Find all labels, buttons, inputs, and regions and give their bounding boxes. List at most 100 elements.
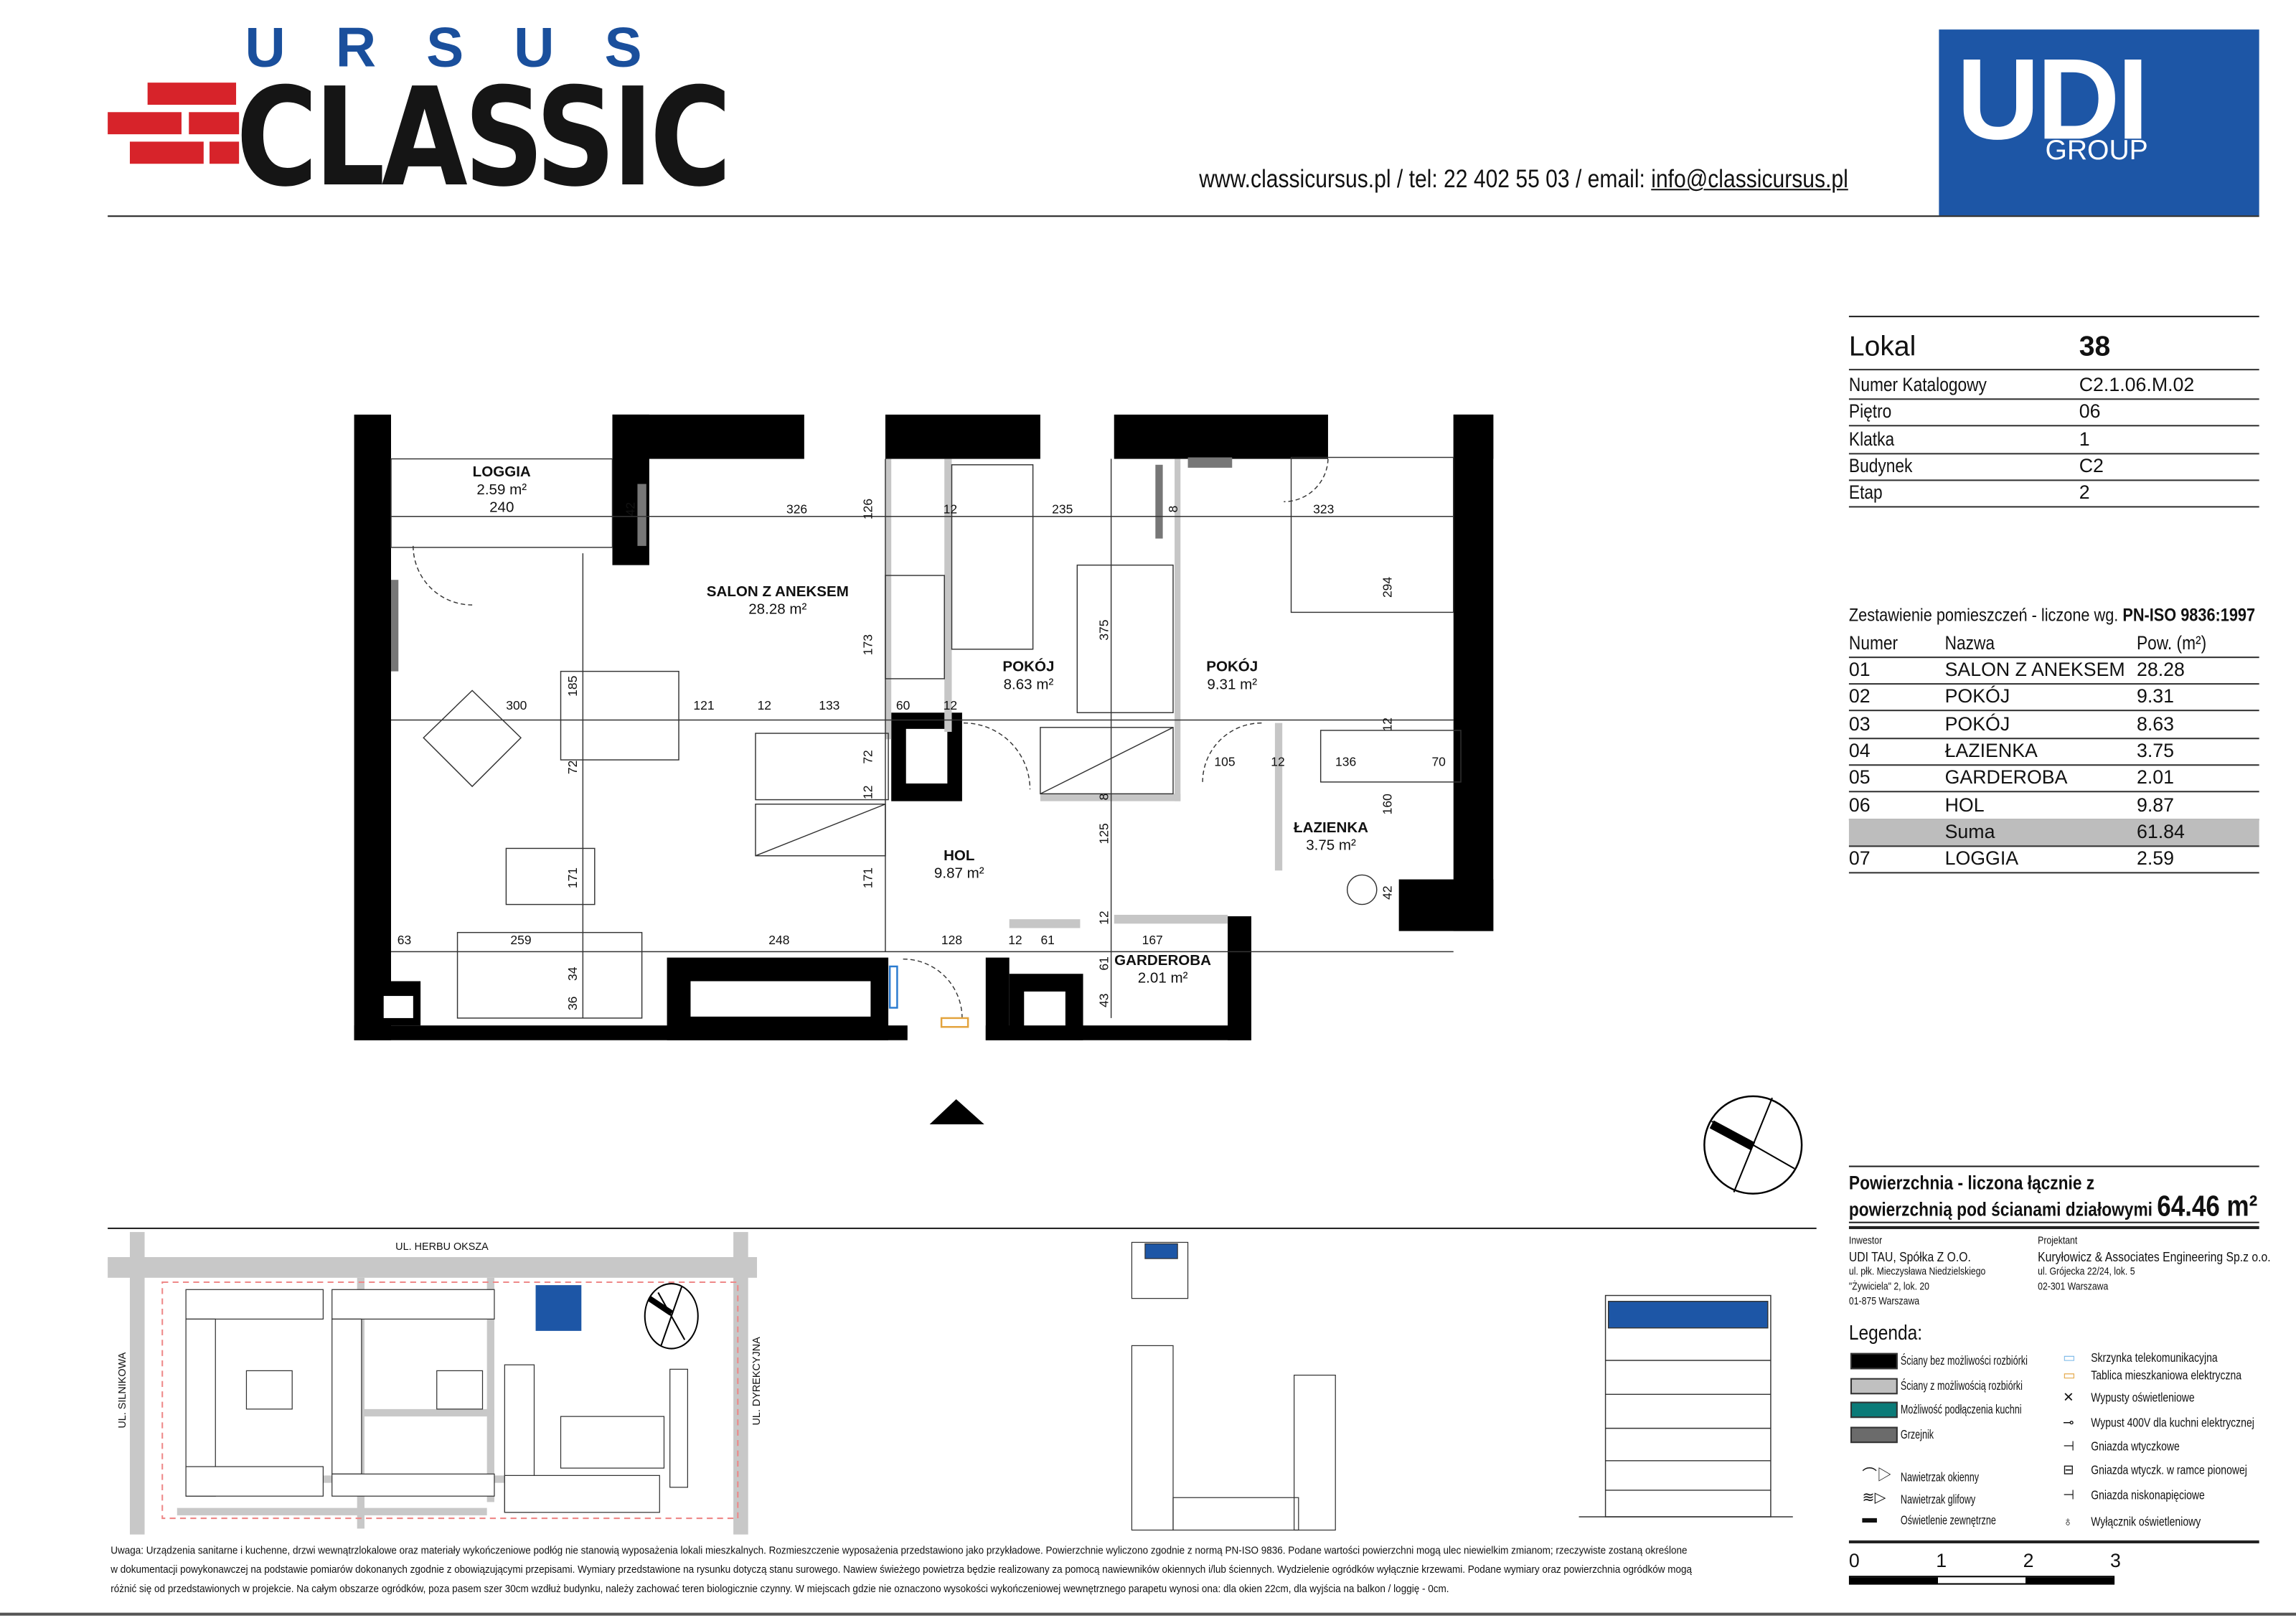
cell: Pow. (m²) [2136, 631, 2207, 654]
udi-group-text: GROUP [2045, 136, 2148, 167]
dimension-label: 167 [1142, 932, 1163, 948]
dimension-label: 235 [1052, 502, 1073, 517]
legend-label: Grzejnik [1900, 1426, 1934, 1441]
room-name: LOGGIA [472, 464, 531, 481]
logo-classic: CLASSIC [236, 59, 732, 217]
cell: 04 [1848, 739, 1871, 761]
legend-swatch [1850, 1401, 1898, 1419]
unit-label: Etap [1848, 481, 1883, 504]
investor-addr: 01-875 Warszawa [1848, 1297, 1920, 1307]
cell: GARDEROBA [1944, 766, 2068, 789]
note-line: różnić się od przedstawionych w projekci… [110, 1581, 1449, 1595]
legend-symbol-icon: ▭ [2063, 1368, 2076, 1383]
dimension-label: 12 [1271, 753, 1285, 769]
cell: Numer [1848, 631, 1899, 654]
legend-symbol-icon: ≋▷ [1862, 1490, 1886, 1507]
investor-addr: "Żywiciela" 2, lok. 20 [1848, 1282, 1929, 1293]
note-line: w dokumentacji powykonawczej na podstawi… [110, 1562, 1693, 1576]
building-key-plan [1131, 1241, 1336, 1531]
structural-walls [354, 414, 1494, 1040]
unit-value: C2 [2079, 454, 2104, 476]
dimension-label: 248 [768, 932, 790, 948]
street-label: UL. DYREKCYJNA [752, 1337, 763, 1426]
contact-text: www.classicursus.pl / tel: 22 402 55 03 … [1198, 165, 1651, 194]
email-link[interactable]: info@classicursus.pl [1650, 165, 1848, 194]
dimension-label: 259 [510, 932, 532, 948]
cell: HOL [1944, 793, 1985, 816]
designer-block: Projektant Kuryłowicz & Associates Engin… [2038, 1233, 2270, 1295]
designer-addr: ul. Grójecka 22/24, lok. 5 [2038, 1267, 2135, 1278]
cell: 2.59 [2136, 847, 2175, 870]
cell: 61.84 [2136, 819, 2185, 842]
room-area: 9.31 m² [1207, 677, 1258, 694]
total-area: Powierzchnia - liczona łącznie z powierz… [1849, 1170, 2257, 1222]
designer-label: Projektant [2038, 1236, 2078, 1247]
compass-icon [1703, 1095, 1803, 1195]
legend-label: Możliwość podłączenia kuchni [1900, 1401, 2022, 1417]
legend-symbol-icon: ♁ [2063, 1513, 2074, 1529]
total-line2: powierzchnią pod ścianami działowymi [1848, 1198, 2152, 1220]
cell: ŁAZIENKA [1944, 739, 2038, 761]
scale-tick: 1 [1936, 1549, 1947, 1572]
dimension-label: 12 [757, 697, 772, 713]
dimension-label: 63 [397, 932, 412, 948]
legend-label: Wypust 400V dla kuchni elektrycznej [2091, 1415, 2254, 1430]
room-area: 28.28 m² [748, 602, 807, 618]
cell: 9.87 [2136, 793, 2175, 816]
legend-title: Legenda: [1848, 1320, 1923, 1345]
dimension-label: 323 [1313, 502, 1335, 517]
cell: LOGGIA [1944, 847, 2019, 870]
cell: 05 [1848, 766, 1871, 789]
lokal-label: Lokal [1848, 331, 1916, 363]
logo-brick [129, 141, 204, 164]
unit-label: Numer Katalogowy [1848, 373, 1987, 396]
room-area: 8.63 m² [1003, 677, 1054, 694]
legend-label: Skrzynka telekomunikacyjna [2091, 1350, 2218, 1365]
legend-label: Oświetlenie zewnętrzne [1900, 1512, 1996, 1528]
legend-symbol-icon: ▬ [1862, 1510, 1877, 1528]
street-label: UL. SILNIKOWA [118, 1352, 128, 1429]
total-value: 64.46 m² [2157, 1190, 2258, 1223]
legend-symbol-icon: ▭ [2063, 1350, 2076, 1365]
rooms-table-title: Zestawienie pomieszczeń - liczone wg. PN… [1849, 605, 2255, 626]
room-area: 9.87 m² [933, 866, 984, 883]
divider [1848, 1165, 2259, 1167]
legend-symbol-icon: ⊸ [2063, 1415, 2074, 1430]
scale-bar [1848, 1576, 2115, 1585]
udi-logo: UDI GROUP [1939, 29, 2259, 216]
legend-symbol-icon: ⊣ [2063, 1487, 2075, 1502]
legend-label: Wypusty oświetleniowe [2091, 1390, 2195, 1405]
legend-symbol-icon: ✕ [2063, 1390, 2074, 1405]
room-area: 2.01 m² [1137, 971, 1188, 987]
building-elevation [1578, 1294, 1793, 1518]
dimension-label: 128 [941, 932, 963, 948]
unit-value: C2.1.06.M.02 [2079, 373, 2195, 396]
cell: 28.28 [2136, 658, 2185, 681]
room-name: GARDEROBA [1114, 953, 1212, 970]
unit-label: Budynek [1848, 454, 1913, 476]
room-name: POKÓJ [1002, 659, 1055, 676]
scale-tick: 0 [1848, 1549, 1860, 1572]
bottom-border [0, 1612, 2296, 1616]
divider [1848, 1226, 2259, 1229]
cell: POKÓJ [1944, 712, 2010, 735]
room-name: POKÓJ [1206, 659, 1258, 676]
legend-swatch [1850, 1352, 1898, 1370]
unit-label: Klatka [1848, 427, 1895, 450]
unit-value: 1 [2079, 427, 2090, 450]
legend-label: Nawietrzak okienny [1900, 1469, 1980, 1485]
legend-label: Gniazda wtyczk. w ramce pionowej [2091, 1462, 2247, 1477]
legend-label: Ściany z możliwością rozbiórki [1900, 1377, 2023, 1393]
header-divider [108, 215, 2259, 217]
dimension-label: 105 [1214, 753, 1236, 769]
designer-addr: 02-301 Warszawa [2038, 1282, 2109, 1293]
